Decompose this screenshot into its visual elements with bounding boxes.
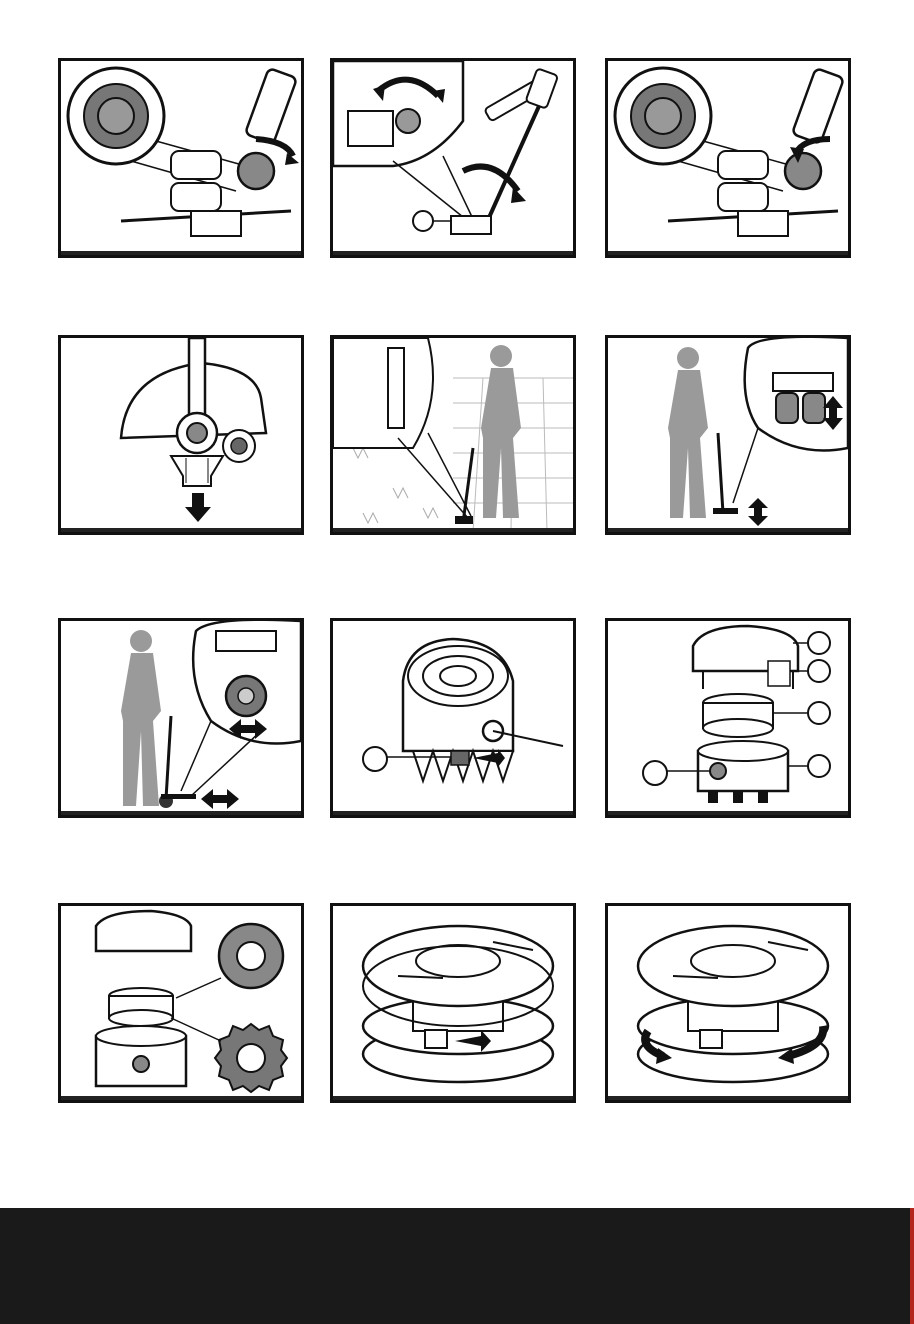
figure-panel-4	[58, 335, 304, 535]
figure-panel-9	[605, 618, 851, 818]
figure-panel-2	[330, 58, 576, 258]
figure-panel-10	[58, 903, 304, 1103]
spool-sides-illustration	[61, 906, 301, 1100]
footer-accent-strip	[910, 1208, 914, 1324]
figure-panel-11	[330, 903, 576, 1103]
figure-panel-3	[605, 58, 851, 258]
collar-rotate-illustration	[61, 61, 301, 255]
figure-panel-5	[330, 335, 576, 535]
tilt-handle-illustration	[333, 61, 573, 255]
guard-attach-illustration	[61, 338, 301, 532]
spool-exploded-view-illustration	[608, 621, 848, 815]
figure-panel-6	[605, 335, 851, 535]
spool-line-insert-illustration	[333, 906, 573, 1100]
page-footer-band	[0, 1208, 914, 1324]
wheel-adjust-illustration	[61, 621, 301, 815]
spool-cap-release-illustration	[333, 621, 573, 815]
figure-panel-7	[58, 618, 304, 818]
figure-panel-1	[58, 58, 304, 258]
edging-wheel-illustration	[608, 338, 848, 532]
spool-wind-illustration	[608, 906, 848, 1100]
figure-panel-12	[605, 903, 851, 1103]
collar-lock-illustration	[608, 61, 848, 255]
figure-panel-8	[330, 618, 576, 818]
trimmer-in-use-illustration	[333, 338, 573, 532]
